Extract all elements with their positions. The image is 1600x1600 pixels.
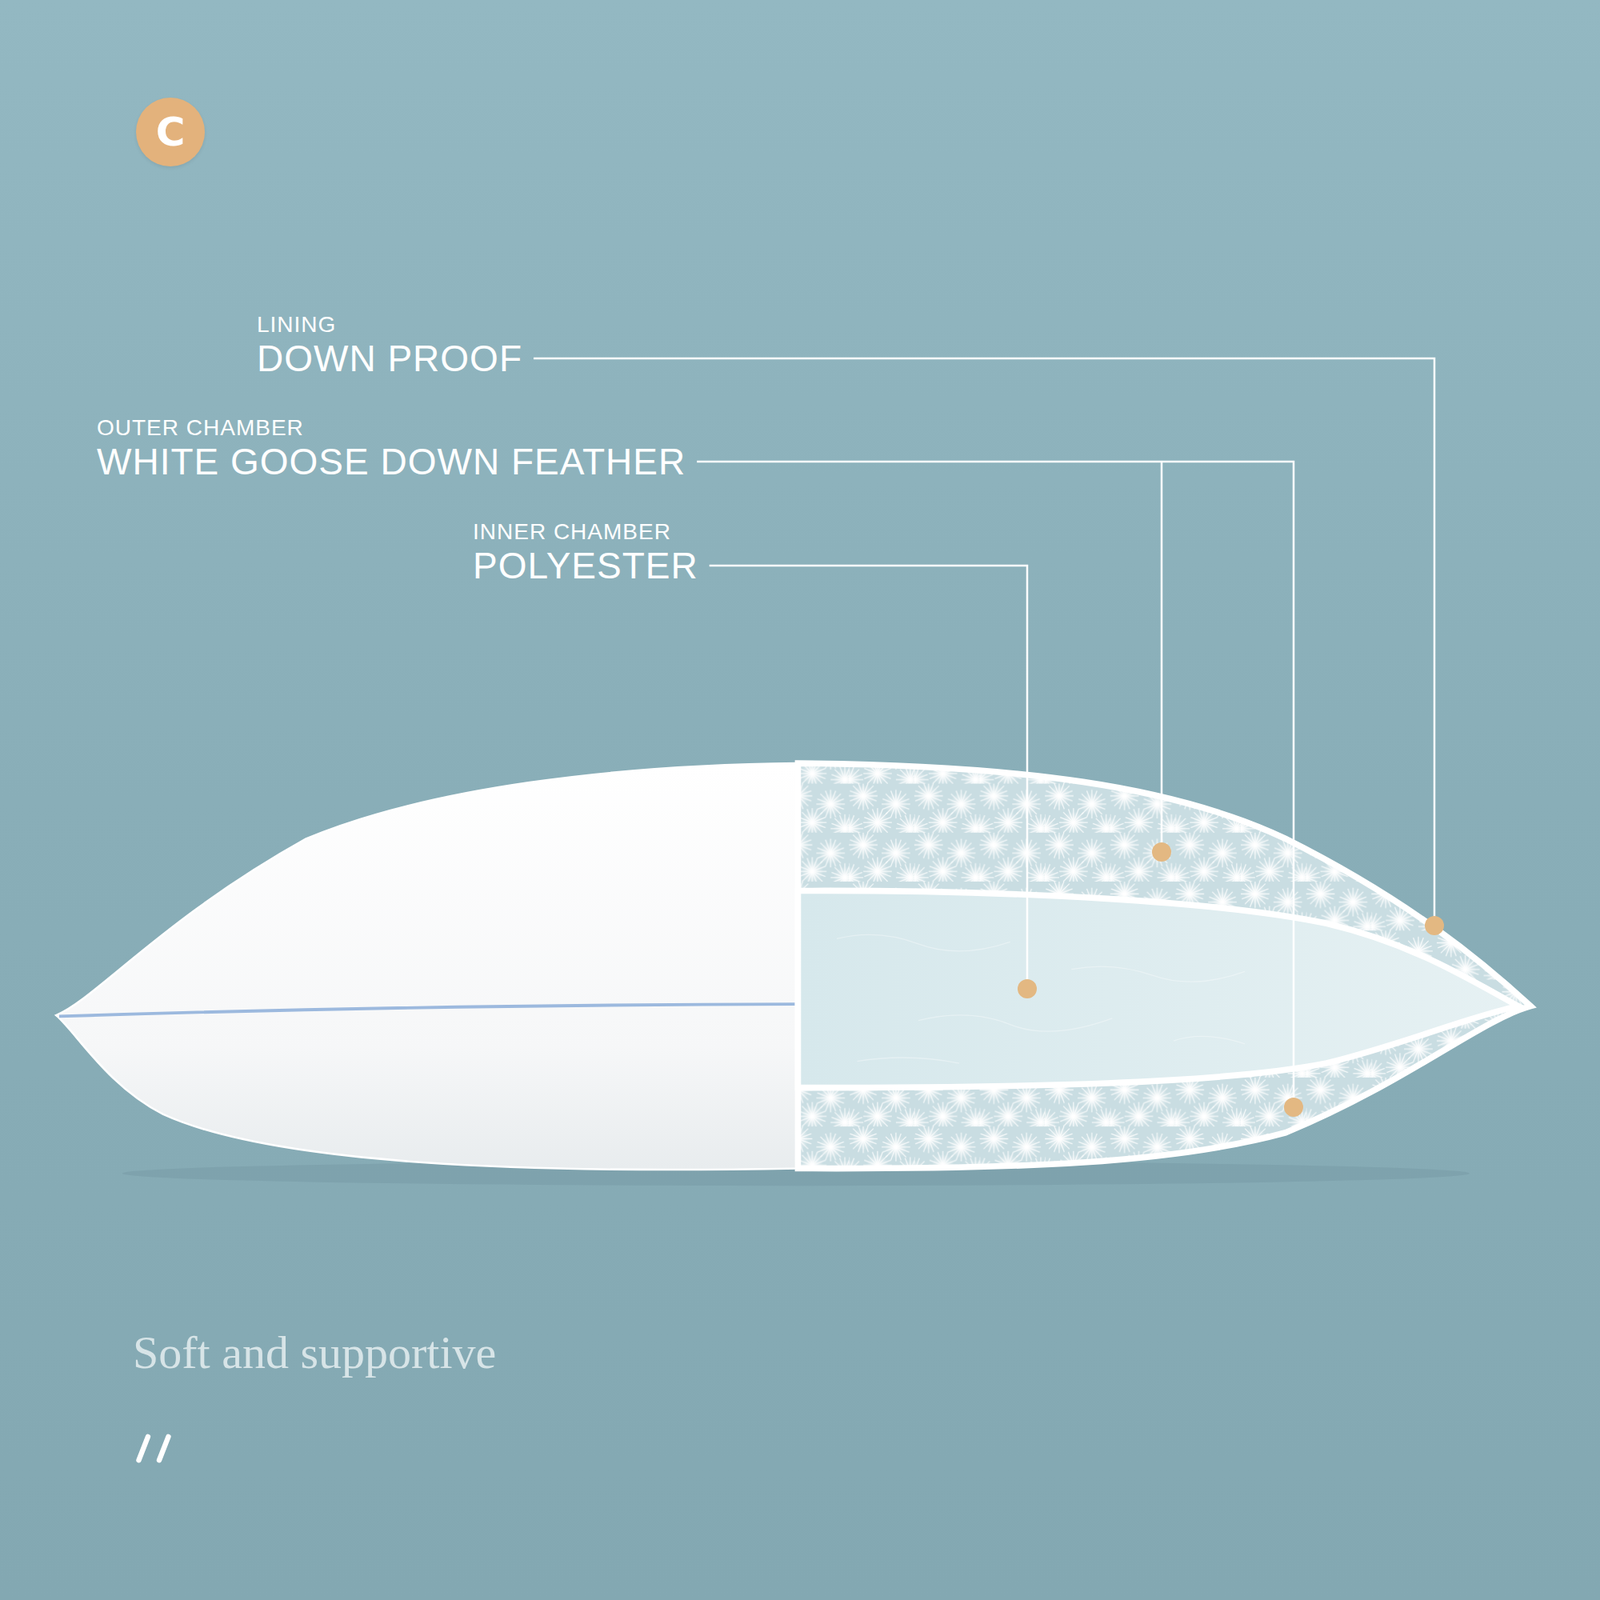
layer-material: WHITE GOOSE DOWN FEATHER (96, 443, 686, 480)
layer-material: POLYESTER (472, 547, 699, 584)
leader-line (709, 565, 1028, 989)
caption: Soft and supportive (132, 1329, 496, 1376)
leader-line (696, 461, 1294, 1108)
callout-dot (1152, 842, 1172, 862)
layer-material: DOWN PROOF (256, 340, 523, 377)
layer-heading: INNER CHAMBER (472, 520, 672, 544)
layer-heading: OUTER CHAMBER (96, 416, 304, 440)
callout-dot (1424, 916, 1444, 936)
logo-circle: C (136, 97, 205, 167)
callout-dot (1284, 1097, 1304, 1117)
callout-dot (1017, 979, 1037, 999)
layer-heading: LINING (256, 313, 336, 336)
logo-letter: C (156, 112, 186, 152)
leader-line (1160, 461, 1164, 852)
